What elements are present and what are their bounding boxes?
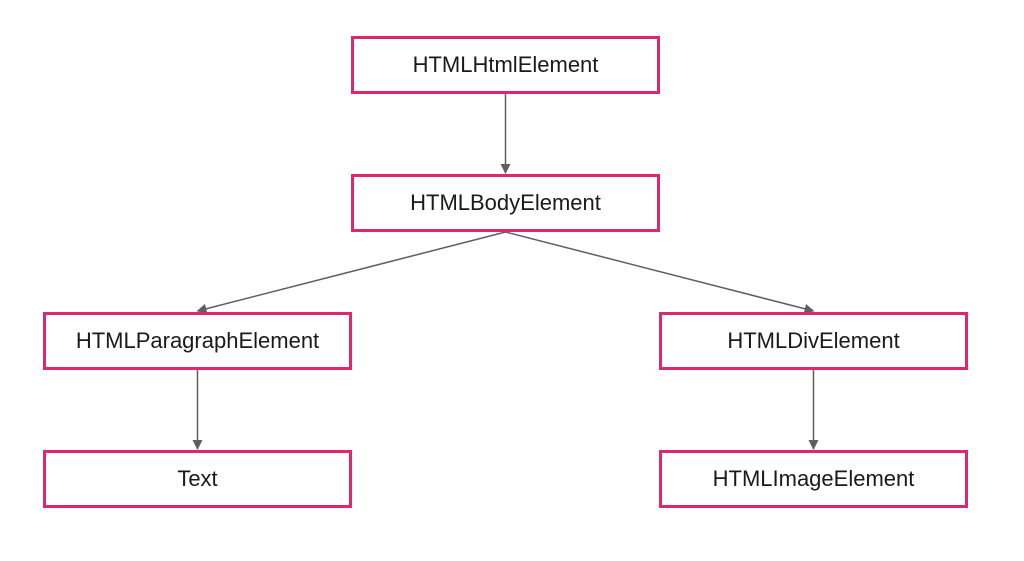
node-html-image-element: HTMLImageElement: [659, 450, 968, 508]
edge-body-to-div: [505, 231, 815, 314]
node-html-html-element: HTMLHtmlElement: [351, 36, 660, 94]
node-text: Text: [43, 450, 352, 508]
node-label: HTMLDivElement: [727, 328, 900, 353]
node-html-paragraph-element: HTMLParagraphElement: [43, 312, 352, 370]
node-label: HTMLBodyElement: [410, 190, 601, 215]
node-label: HTMLImageElement: [712, 466, 915, 491]
node-html-body-element: HTMLBodyElement: [351, 174, 660, 232]
node-html-div-element: HTMLDivElement: [659, 312, 968, 370]
node-label: HTMLParagraphElement: [75, 328, 320, 353]
edge-body-to-paragraph: [196, 231, 506, 314]
node-label: HTMLHtmlElement: [412, 52, 599, 77]
node-label: Text: [177, 466, 218, 491]
